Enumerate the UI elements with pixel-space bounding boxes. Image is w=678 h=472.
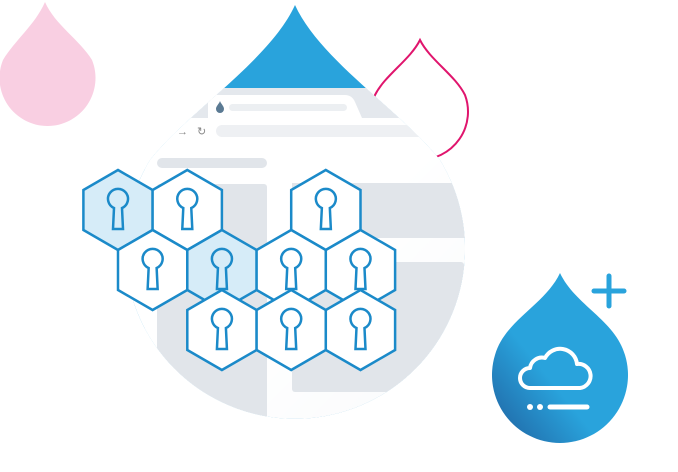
keyhole-icon <box>106 187 130 231</box>
plus-icon <box>591 273 627 309</box>
keyhole-icon <box>141 247 164 291</box>
pink-drop-icon <box>0 2 96 126</box>
keyhole-icon <box>280 247 303 291</box>
reload-icon[interactable]: ↻ <box>197 126 206 138</box>
cloud-drop <box>492 273 628 443</box>
keyhole-icon <box>210 247 234 291</box>
forward-arrow-icon[interactable]: → <box>177 126 188 138</box>
hexagon <box>324 288 397 372</box>
window-dot <box>155 102 163 110</box>
hexagon <box>289 168 362 252</box>
keyhole-icon <box>210 307 234 351</box>
window-dot <box>167 102 175 110</box>
address-bar[interactable] <box>216 125 486 137</box>
keyhole-icon <box>314 187 338 231</box>
drupal-drop-icon <box>216 101 224 113</box>
keyhole-icon <box>349 307 372 351</box>
keyhole-icon <box>280 307 303 351</box>
window-dot <box>179 102 187 110</box>
keyhole-icon <box>176 187 199 231</box>
keyhole-icon <box>349 247 372 291</box>
back-arrow-icon[interactable]: ← <box>158 126 169 138</box>
cloud-icon <box>518 346 593 390</box>
keyhole-hexagon-grid <box>82 168 397 372</box>
